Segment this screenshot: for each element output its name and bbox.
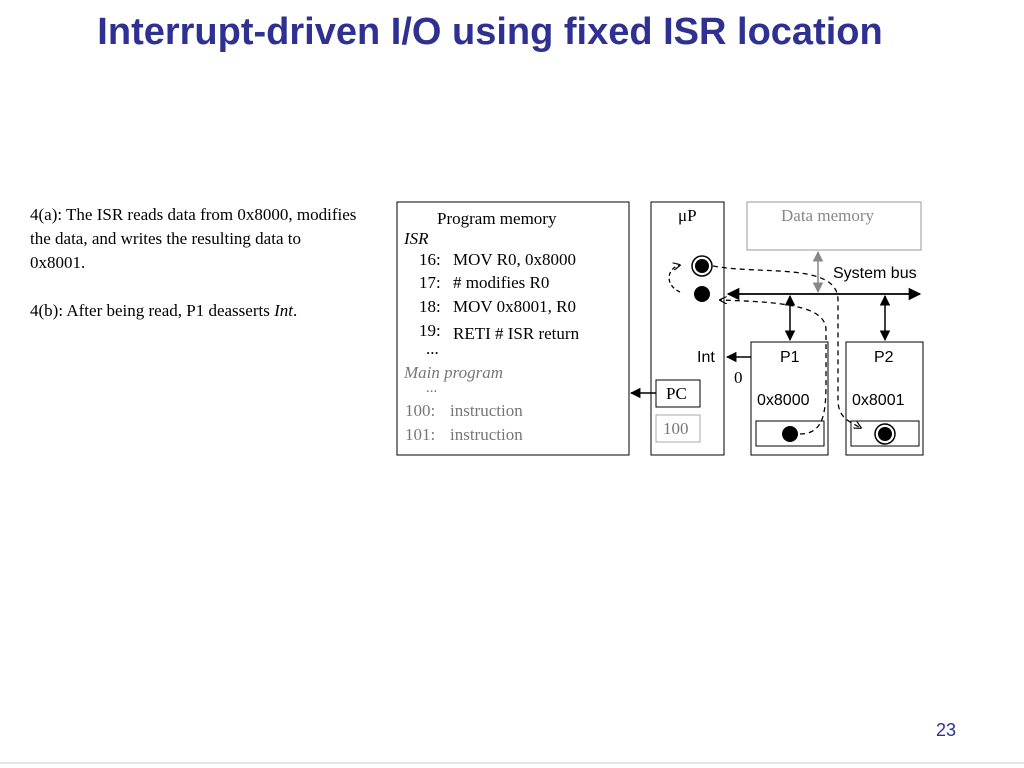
page-number: 23 [935, 720, 956, 740]
up-register-2-dot [694, 286, 710, 302]
main-line-101-code: instruction [450, 425, 523, 444]
pc-value-box [655, 414, 701, 443]
data-memory-box [746, 201, 922, 251]
isr-line-18-addr: 18: [419, 297, 441, 316]
microprocessor-box [650, 201, 725, 456]
isr-line-17-addr: 17: [419, 273, 441, 292]
step-4b-text-end: . [292, 301, 298, 320]
pc-label: PC [666, 384, 687, 403]
isr-line-19-addr: 19: [419, 321, 441, 340]
int-value: 0 [734, 368, 743, 387]
isr-line-19-code: RETI # ISR return [453, 324, 580, 343]
register-transfer-arrow [668, 265, 680, 293]
system-bus-label: System bus [833, 265, 917, 282]
int-italic: Int [274, 301, 293, 320]
main-line-100-addr: 100: [405, 401, 435, 420]
main-program-label: Main program [403, 363, 503, 382]
pc-value: 100 [663, 419, 689, 438]
ellipsis-2: ... [426, 380, 437, 396]
int-label: Int [697, 349, 715, 366]
pc-box [655, 379, 701, 408]
p1-address: 0x8000 [757, 392, 810, 409]
program-memory-title: Program memory [437, 209, 557, 228]
p2-address: 0x8001 [852, 392, 905, 409]
data-memory-label: Data memory [781, 206, 874, 225]
microprocessor-label: μP [678, 206, 697, 225]
main-line-101-addr: 101: [405, 425, 435, 444]
isr-line-18-code: MOV 0x8001, R0 [453, 297, 576, 316]
p1-to-up-dataflow [720, 300, 827, 435]
isr-line-16-addr: 16: [419, 250, 441, 269]
isr-line-16-code: MOV R0, 0x8000 [453, 250, 576, 269]
p2-data-dot [878, 427, 892, 441]
up-register-dot [695, 259, 709, 273]
step-4b-text: 4(b): After being read, P1 deasserts Int… [30, 299, 360, 323]
p1-data-dot [782, 426, 798, 442]
isr-label: ISR [403, 229, 429, 248]
isr-line-17-code: # modifies R0 [453, 273, 549, 292]
ellipsis-1: ... [426, 339, 439, 358]
bottom-divider [0, 762, 1024, 764]
step-4b-text-start: 4(b): After being read, P1 deasserts [30, 301, 275, 320]
p2-label: P2 [874, 349, 894, 366]
p1-label: P1 [780, 349, 800, 366]
step-4a-text: 4(a): The ISR reads data from 0x8000, mo… [30, 205, 357, 272]
up-to-p2-dataflow [712, 265, 861, 428]
program-memory-box [396, 201, 630, 456]
main-line-100-code: instruction [450, 401, 523, 420]
slide-title: Interrupt-driven I/O using fixed ISR loc… [97, 11, 883, 53]
